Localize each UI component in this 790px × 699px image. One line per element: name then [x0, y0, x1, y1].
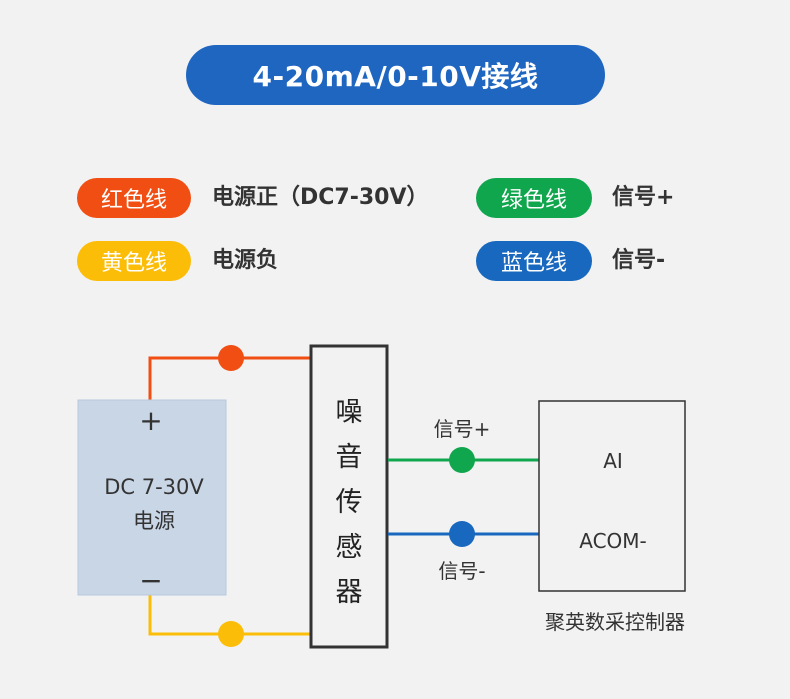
legend-green-desc: 信号+: [612, 185, 675, 210]
legend-blue-desc: 信号-: [612, 248, 666, 273]
power-supply-box: [77, 399, 227, 596]
legend-red-desc: 电源正（DC7-30V）: [212, 185, 429, 210]
red-wire: [148, 356, 310, 400]
power-voltage-label: DC 7-30V: [104, 475, 204, 499]
controller-ai-label: AI: [603, 449, 623, 473]
yellow-wire-dot: [218, 621, 244, 647]
controller-acom-label: ACOM-: [579, 529, 647, 553]
power-minus-label: −: [139, 564, 162, 597]
sensor-box: [309, 344, 389, 649]
signal-plus-label: 信号+: [434, 417, 491, 441]
yellow-wire: [148, 595, 310, 636]
legend-green-pill: 绿色线: [476, 178, 592, 218]
sensor-char-1: 噪: [336, 397, 363, 428]
page-title: 4-20mA/0-10V接线: [186, 45, 605, 105]
power-name-label: 电源: [133, 509, 175, 533]
green-wire-dot: [449, 447, 475, 473]
red-wire-dot: [218, 345, 244, 371]
sensor-char-3: 传: [336, 487, 363, 518]
legend-blue-pill: 蓝色线: [476, 241, 592, 281]
legend-yellow-pill: 黄色线: [77, 241, 191, 281]
controller-box: [538, 400, 686, 592]
signal-minus-label: 信号-: [438, 559, 485, 583]
sensor-char-4: 感: [336, 532, 363, 563]
power-plus-label: +: [139, 404, 162, 437]
sensor-char-5: 器: [336, 577, 363, 608]
controller-caption: 聚英数采控制器: [545, 610, 685, 634]
sensor-char-2: 音: [336, 442, 363, 473]
legend-red-pill: 红色线: [77, 178, 191, 218]
legend-yellow-desc: 电源负: [212, 248, 279, 273]
blue-wire-dot: [449, 521, 475, 547]
